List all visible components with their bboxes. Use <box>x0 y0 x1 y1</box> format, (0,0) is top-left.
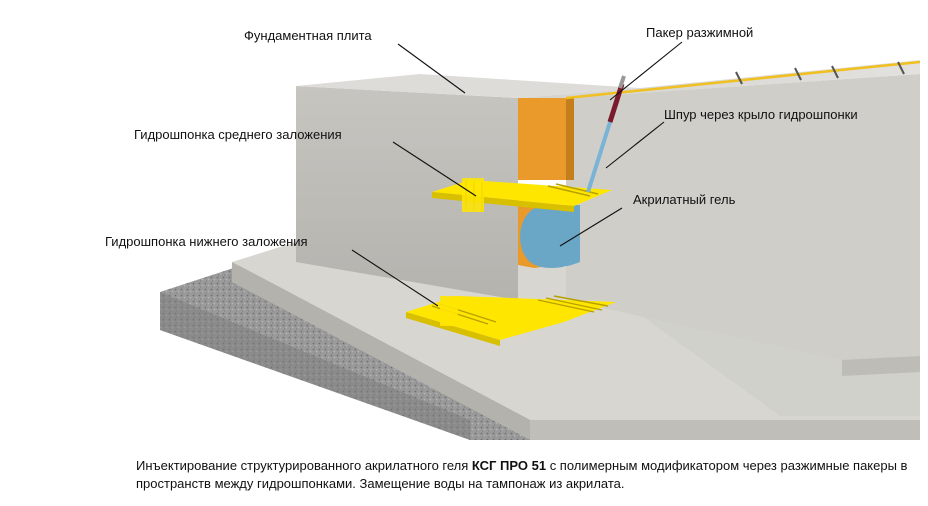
caption: Инъектирование структурированного акрила… <box>136 457 916 493</box>
label-hole-through-wing: Шпур через крыло гидрошпонки <box>664 107 858 122</box>
acrylate-gel <box>520 205 580 268</box>
label-middle-waterstop: Гидрошпонка среднего заложения <box>134 127 342 142</box>
caption-product: КСГ ПРО 51 <box>471 458 547 473</box>
label-expansion-packer: Пакер разжимной <box>646 25 753 40</box>
middle-waterstop <box>432 178 612 212</box>
label-acrylate-gel: Акрилатный гель <box>633 192 736 207</box>
joint-sealant-line <box>565 60 921 100</box>
caption-part2: с полимерным модификатором через разжимн… <box>136 458 908 491</box>
top-fasteners <box>735 61 905 85</box>
diagram-labels: Фундаментная плита Пакер разжимной Шпур … <box>105 25 858 249</box>
waterproofing-diagram: Фундаментная плита Пакер разжимной Шпур … <box>105 25 921 440</box>
wall-left-block <box>296 74 640 300</box>
expansion-packer <box>586 75 626 193</box>
label-lower-waterstop: Гидрошпонка нижнего заложения <box>105 234 308 249</box>
leader-lines <box>351 41 683 307</box>
label-foundation-slab: Фундаментная плита <box>244 28 372 43</box>
caption-part1: Инъектирование структурированного акрила… <box>136 458 472 473</box>
lower-waterstop <box>406 295 616 346</box>
wall-right-block <box>518 60 920 376</box>
